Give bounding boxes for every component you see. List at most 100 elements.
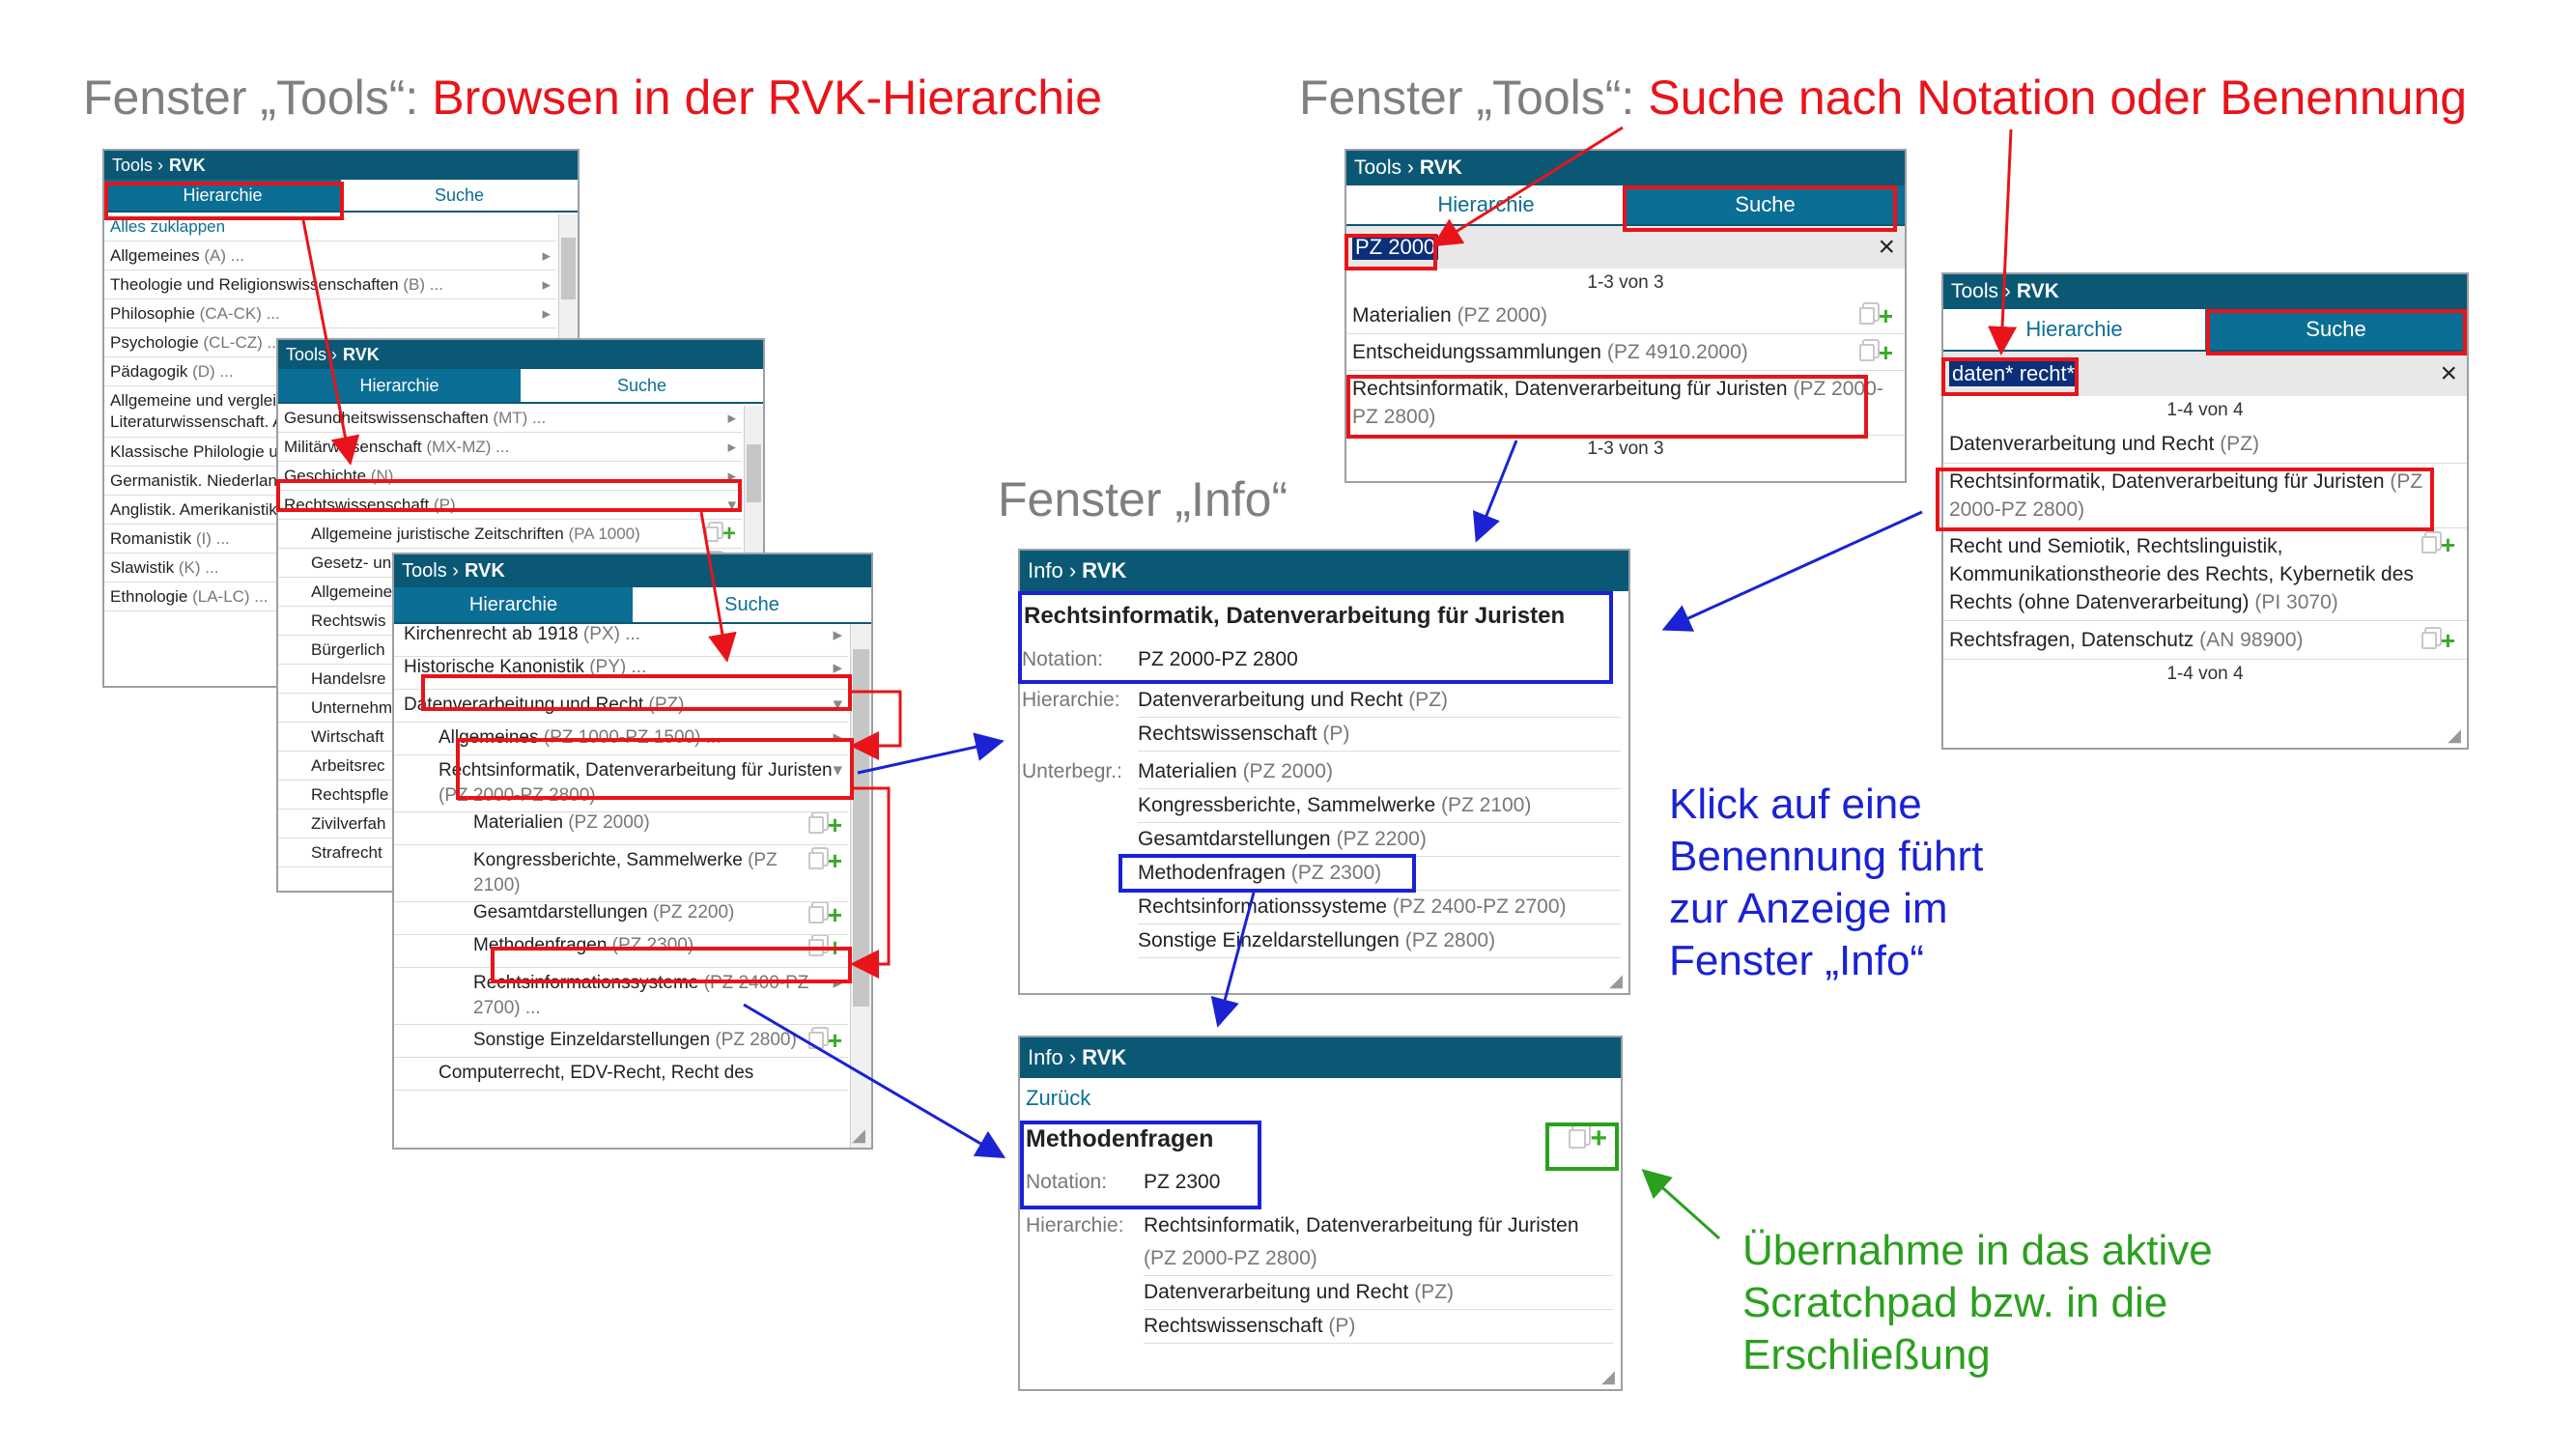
tab-hierarchy[interactable]: Hierarchie	[278, 369, 521, 402]
info-link-item[interactable]: Datenverarbeitung und Recht (PZ)	[1138, 684, 1621, 718]
tree-item[interactable]: Allgemeines (PZ 1000-PZ 1500) ...▸	[394, 723, 848, 755]
expand-arrow-icon[interactable]: ▸	[833, 727, 842, 748]
search-result[interactable]: Rechtsinformatik, Datenverarbeitung für …	[1943, 464, 2467, 528]
expand-arrow-icon[interactable]: ▸	[542, 245, 551, 265]
tab-hierarchy[interactable]: Hierarchie	[394, 587, 633, 622]
resize-grip[interactable]: ◢	[2448, 725, 2461, 745]
tree-item[interactable]: Allgemeines (A) ...▸	[104, 242, 556, 270]
search-result[interactable]: Materialien (PZ 2000)+	[1346, 298, 1905, 334]
search-result[interactable]: Entscheidungssammlungen (PZ 4910.2000)+	[1346, 334, 1905, 371]
add-plus-icon[interactable]: +	[1878, 337, 1893, 367]
add-plus-icon[interactable]: +	[827, 812, 842, 839]
tree-item[interactable]: Kirchenrecht ab 1918 (PX) ...▸	[394, 624, 848, 657]
heading-browse: Fenster „Tools“: Browsen in der RVK-Hier…	[83, 73, 1102, 122]
tab-search[interactable]: Suche	[2205, 309, 2467, 350]
add-plus-icon[interactable]: +	[827, 902, 842, 929]
expand-arrow-icon[interactable]: ▾	[833, 695, 842, 715]
expand-arrow-icon[interactable]: ▸	[542, 303, 551, 323]
tree-item[interactable]: Materialien (PZ 2000)+	[394, 812, 848, 845]
tree-item[interactable]: Philosophie (CA-CK) ...▸	[104, 299, 556, 328]
tree-item[interactable]: Sonstige Einzeldarstellungen (PZ 2800)+	[394, 1025, 848, 1058]
add-plus-icon[interactable]: +	[827, 846, 842, 875]
copy-icon[interactable]	[1858, 306, 1875, 325]
search-result[interactable]: Recht und Semiotik, Rechtslinguistik, Ko…	[1943, 528, 2467, 621]
copy-icon[interactable]	[1858, 343, 1875, 361]
expand-arrow-icon[interactable]: ▸	[833, 658, 842, 678]
resize-grip[interactable]: ◢	[1609, 971, 1623, 990]
search-input[interactable]: PZ 2000	[1352, 235, 1439, 260]
tree-item[interactable]: Rechtswissenschaft (P)▾	[278, 491, 742, 520]
tab-search[interactable]: Suche	[633, 587, 871, 622]
copy-icon[interactable]	[807, 939, 824, 956]
item-label: Rechtswissenschaft	[284, 495, 430, 514]
tab-search[interactable]: Suche	[1626, 185, 1905, 224]
expand-arrow-icon[interactable]: ▸	[727, 437, 736, 456]
tree-item[interactable]: Kongressberichte, Sammelwerke (PZ 2100)+	[394, 845, 848, 902]
tree-item[interactable]: Methodenfragen (PZ 2300)+	[394, 935, 848, 968]
tree-item[interactable]: Historische Kanonistik (PY) ...▸	[394, 657, 848, 690]
heading-search-highlight: Suche nach Notation oder Benennung	[1648, 71, 2468, 125]
back-link[interactable]: Zurück	[1026, 1086, 1091, 1110]
collapse-all-link[interactable]: Alles zuklappen	[104, 213, 556, 242]
expand-arrow-icon[interactable]: ▾	[833, 760, 842, 781]
tab-search[interactable]: Suche	[341, 180, 578, 211]
tree-item[interactable]: Datenverarbeitung und Recht (PZ)▾	[394, 690, 848, 723]
item-label: Recht und Semiotik, Rechtslinguistik, Ko…	[1949, 535, 2414, 613]
tab-hierarchy[interactable]: Hierarchie	[104, 180, 341, 211]
tree-subitem[interactable]: Allgemeine juristische Zeitschriften (PA…	[278, 520, 742, 549]
expand-arrow-icon[interactable]: ▸	[542, 274, 551, 294]
resize-grip[interactable]: ◢	[852, 1125, 865, 1145]
tab-hierarchy[interactable]: Hierarchie	[1943, 309, 2205, 350]
add-plus-icon[interactable]: +	[2440, 625, 2455, 655]
add-plus-icon[interactable]: +	[722, 520, 736, 547]
copy-icon[interactable]	[2420, 536, 2437, 554]
result-counter-bottom: 1-4 von 4	[2166, 664, 2244, 684]
tree-item[interactable]: Militärwissenschaft (MX-MZ) ...▸	[278, 433, 742, 462]
info-link-item[interactable]: Kongressberichte, Sammelwerke (PZ 2100)	[1138, 789, 1621, 823]
info-link-item[interactable]: Gesamtdarstellungen (PZ 2200)	[1138, 823, 1621, 857]
tree-item[interactable]: Gesundheitswissenschaften (MT) ...▸	[278, 404, 742, 433]
tree-item[interactable]: Theologie und Religionswissenschaften (B…	[104, 270, 556, 299]
resize-grip[interactable]: ◢	[1601, 1367, 1615, 1386]
info-link-item[interactable]: Rechtsinformationssysteme (PZ 2400-PZ 27…	[1138, 891, 1621, 924]
info-link-item[interactable]: Datenverarbeitung und Recht (PZ)	[1144, 1276, 1613, 1310]
clear-search-icon[interactable]: ×	[2440, 357, 2457, 389]
add-plus-icon[interactable]: +	[1590, 1122, 1607, 1154]
info-link-item[interactable]: Rechtsinformatik, Datenverarbeitung für …	[1144, 1209, 1613, 1276]
expand-arrow-icon[interactable]: ▸	[727, 408, 736, 427]
tab-search[interactable]: Suche	[521, 369, 763, 402]
copy-icon[interactable]	[807, 852, 824, 869]
info-link-item[interactable]: Sonstige Einzeldarstellungen (PZ 2800)	[1138, 924, 1621, 958]
add-plus-icon[interactable]: +	[2440, 530, 2455, 559]
expand-arrow-icon[interactable]: ▸	[727, 466, 736, 485]
copy-icon[interactable]	[807, 906, 824, 923]
search-input[interactable]: daten* recht*	[1949, 361, 2079, 386]
search-result[interactable]: Rechtsinformatik, Datenverarbeitung für …	[1346, 371, 1905, 436]
tree-item[interactable]: Rechtsinformationssysteme (PZ 2400-PZ 27…	[394, 968, 848, 1025]
tab-hierarchy[interactable]: Hierarchie	[1346, 185, 1626, 224]
info-link-item[interactable]: Rechtswissenschaft (P)	[1138, 718, 1621, 752]
copy-icon[interactable]	[807, 1032, 824, 1049]
info-link-item[interactable]: Methodenfragen (PZ 2300)	[1138, 857, 1621, 891]
search-result[interactable]: Datenverarbeitung und Recht (PZ)	[1943, 425, 2467, 464]
add-plus-icon[interactable]: +	[827, 935, 842, 962]
heading-search-prefix: Fenster „Tools“:	[1299, 71, 1649, 125]
copy-icon[interactable]	[1569, 1129, 1587, 1149]
expand-arrow-icon[interactable]: ▾	[727, 495, 736, 514]
tree-item[interactable]: Geschichte (N) ...▸	[278, 462, 742, 491]
copy-icon[interactable]	[807, 816, 824, 834]
search-result[interactable]: Rechtsfragen, Datenschutz (AN 98900)+	[1943, 621, 2467, 660]
tree-item[interactable]: Rechtsinformatik, Datenverarbeitung für …	[394, 755, 848, 812]
copy-icon[interactable]	[704, 526, 719, 542]
copy-icon[interactable]	[2420, 631, 2437, 649]
expand-arrow-icon[interactable]: ▸	[833, 625, 842, 645]
expand-arrow-icon[interactable]: ▸	[833, 973, 842, 993]
info-link-item[interactable]: Materialien (PZ 2000)	[1138, 755, 1621, 789]
clear-search-icon[interactable]: ×	[1878, 231, 1895, 263]
info-link-item[interactable]: Rechtswissenschaft (P)	[1144, 1310, 1613, 1344]
add-plus-icon[interactable]: +	[827, 1026, 842, 1055]
add-plus-icon[interactable]: +	[1878, 300, 1893, 330]
tree-item[interactable]: Gesamtdarstellungen (PZ 2200)+	[394, 902, 848, 935]
tree-item[interactable]: Computerrecht, EDV-Recht, Recht des	[394, 1058, 848, 1091]
item-label: Rechtswis	[311, 611, 386, 630]
